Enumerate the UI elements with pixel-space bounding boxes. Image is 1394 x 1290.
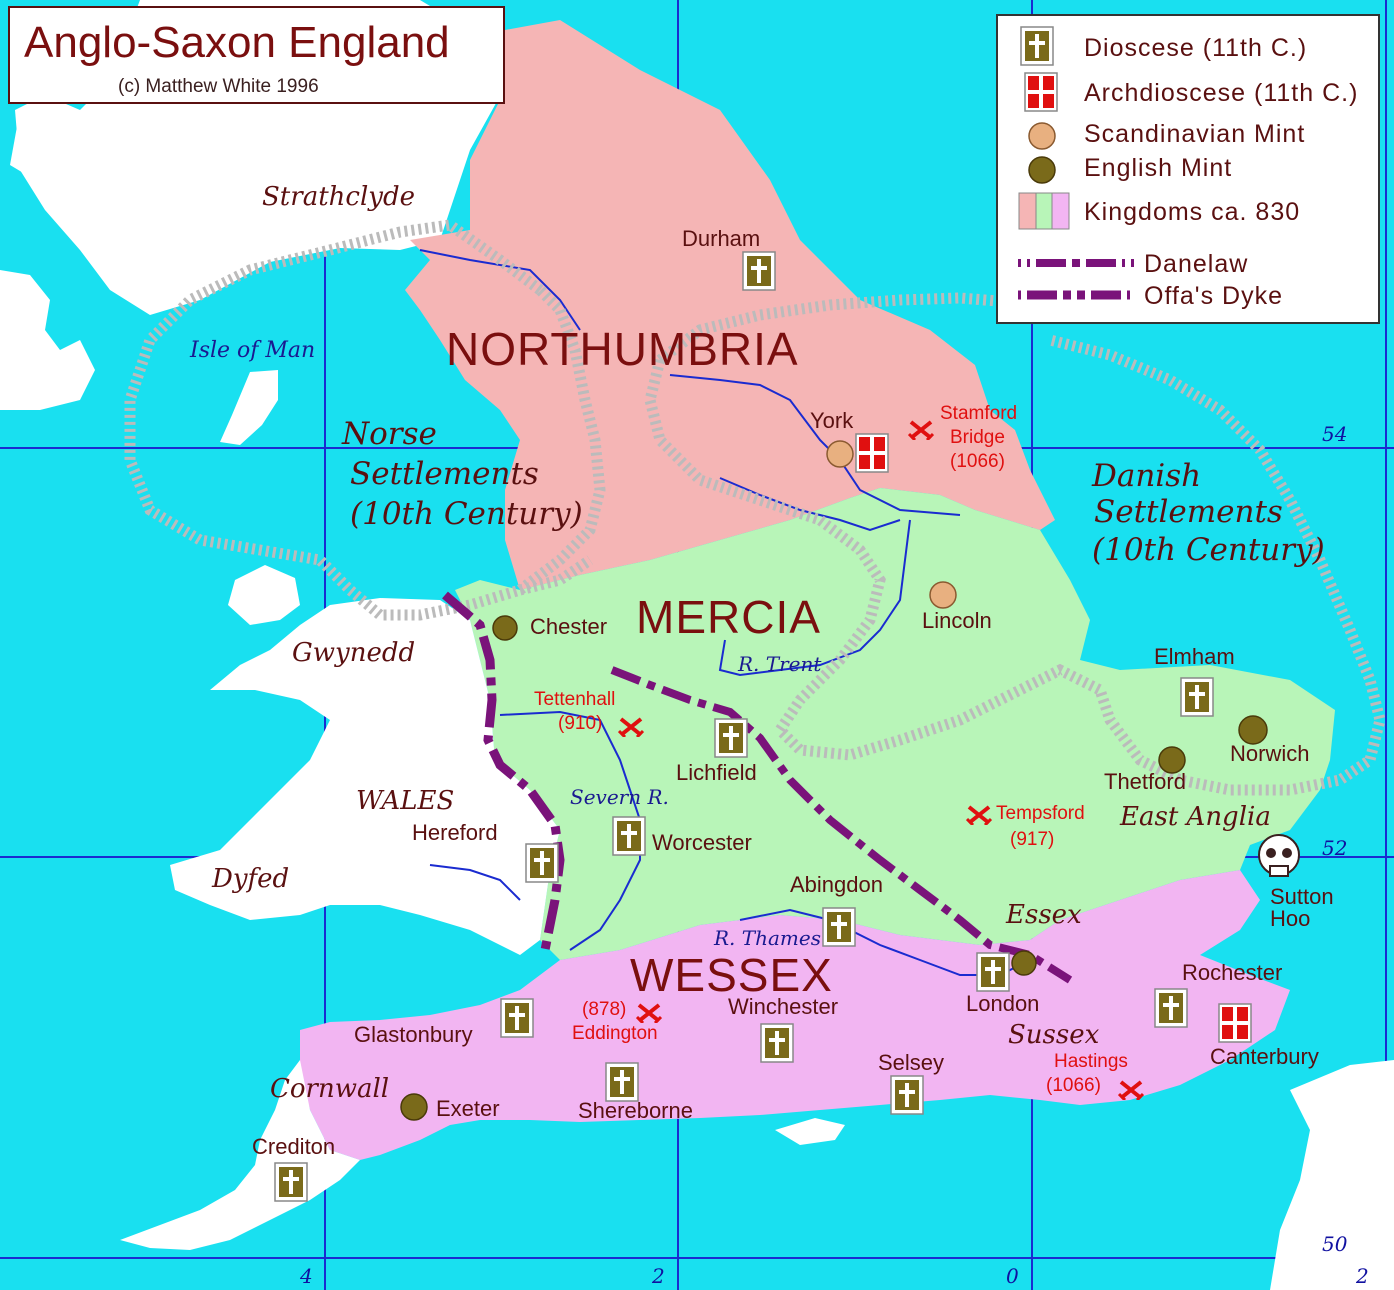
label-gwynedd: Gwynedd: [292, 638, 416, 668]
isle-of-wight-island: [775, 1118, 845, 1145]
label-lichfield: Lichfield: [676, 760, 757, 785]
label-rochester: Rochester: [1182, 960, 1283, 985]
label-glastonbury: Glastonbury: [354, 1022, 473, 1047]
label-lon-2w: 2: [652, 1264, 665, 1288]
map-credit: (c) Matthew White 1996: [118, 76, 319, 97]
label-hastings-1: Hastings: [1054, 1051, 1128, 1072]
label-selsey: Selsey: [878, 1050, 945, 1075]
label-stamford-2: Bridge: [950, 427, 1005, 448]
ireland-north-coast: [10, 105, 60, 180]
label-winchester: Winchester: [728, 994, 839, 1019]
label-cornwall: Cornwall: [270, 1074, 390, 1104]
label-lat-52: 52: [1322, 836, 1348, 860]
label-chester: Chester: [530, 614, 608, 639]
label-abingdon: Abingdon: [790, 872, 883, 897]
label-exeter: Exeter: [436, 1096, 500, 1121]
mercia-region: [455, 488, 1335, 960]
label-lat-50: 50: [1322, 1232, 1348, 1256]
label-norse-3: (10th Century): [350, 496, 583, 532]
legend-diocese: Dioscese (11th C.): [1084, 34, 1308, 62]
label-lon-4: 4: [300, 1264, 313, 1288]
label-northumbria: NORTHUMBRIA: [446, 323, 799, 375]
norse-settlement-boundary: [124, 219, 606, 621]
offas-dyke-line-icon: [1018, 290, 1134, 300]
label-danish-3: (10th Century): [1092, 532, 1325, 568]
label-lon-2e: 2: [1356, 1264, 1369, 1288]
label-sussex: Sussex: [1008, 1020, 1100, 1050]
label-danish-1: Danish: [1092, 458, 1202, 494]
label-sutton-hoo-2: Hoo: [1270, 906, 1311, 931]
scandinavian-mints: [826, 440, 957, 609]
wales-landmass: [170, 598, 560, 955]
archdiocese-icon: [1024, 72, 1058, 112]
label-shereborne: Shereborne: [578, 1098, 693, 1123]
label-durham: Durham: [682, 226, 761, 251]
label-lon-0: 0: [1006, 1264, 1019, 1288]
danelaw-line-icon: [1018, 259, 1134, 267]
northumbria-region: [405, 20, 1055, 590]
label-tempsford-2: (917): [1010, 829, 1055, 850]
label-river-severn: Severn R.: [570, 785, 669, 809]
map-title: Anglo-Saxon England: [24, 18, 450, 67]
france-landmass: [1270, 1060, 1394, 1290]
label-norse-1: Norse: [342, 416, 437, 452]
label-east-anglia: East Anglia: [1120, 802, 1271, 832]
label-stamford-1: Stamford: [940, 403, 1018, 424]
legend-scandinavian-mint: Scandinavian Mint: [1084, 120, 1306, 148]
label-thetford: Thetford: [1104, 769, 1186, 794]
label-tettenhall-2: (910): [558, 713, 603, 734]
label-lat-54: 54: [1322, 422, 1348, 446]
label-mercia: MERCIA: [636, 591, 821, 643]
label-wessex: WESSEX: [630, 949, 833, 1001]
ireland-landmass: [0, 270, 95, 410]
cornwall-landmass: [120, 1060, 360, 1250]
legend-danelaw: Danelaw: [1144, 250, 1249, 278]
isle-of-man-island: [220, 370, 278, 445]
label-york: York: [810, 408, 854, 433]
label-canterbury: Canterbury: [1210, 1044, 1319, 1069]
label-hereford: Hereford: [412, 820, 498, 845]
label-elmham: Elmham: [1154, 644, 1235, 669]
label-eddington-1: (878): [582, 999, 627, 1020]
label-tempsford-1: Tempsford: [996, 803, 1085, 824]
legend-offas-dyke: Offa's Dyke: [1144, 282, 1283, 310]
label-hastings-2: (1066): [1046, 1075, 1101, 1096]
label-dyfed: Dyfed: [212, 864, 290, 894]
label-norse-2: Settlements: [350, 456, 539, 492]
label-tettenhall-1: Tettenhall: [534, 689, 616, 710]
label-river-thames: R. Thames: [714, 926, 821, 950]
scandinavian-mint-icon: [1028, 122, 1056, 150]
label-strathclyde: Strathclyde: [262, 182, 415, 212]
label-lincoln: Lincoln: [922, 608, 992, 633]
wessex-region: [300, 870, 1290, 1160]
label-stamford-3: (1066): [950, 451, 1005, 472]
label-danish-2: Settlements: [1094, 494, 1283, 530]
label-crediton: Crediton: [252, 1134, 336, 1159]
label-london: London: [966, 991, 1040, 1016]
label-norwich: Norwich: [1230, 741, 1310, 766]
label-river-trent: R. Trent: [738, 652, 822, 676]
danelaw-line: [610, 666, 1073, 984]
label-eddington-2: Eddington: [572, 1023, 658, 1044]
legend-archdiocese: Archdioscese (11th C.): [1084, 79, 1359, 107]
label-wales: WALES: [356, 786, 455, 816]
legend-kingdoms: Kingdoms ca. 830: [1084, 198, 1301, 226]
title-box: Anglo-Saxon England (c) Matthew White 19…: [8, 6, 505, 104]
english-mint-icon: [1028, 156, 1056, 184]
kingdoms-swatch-icon: [1018, 192, 1070, 230]
diocese-icon: [1020, 26, 1054, 66]
skull-icon: [1258, 834, 1300, 877]
label-essex: Essex: [1006, 900, 1082, 930]
legend-english-mint: English Mint: [1084, 154, 1233, 182]
danish-settlement-boundary: [644, 292, 1386, 796]
english-mints: [400, 615, 1268, 1121]
label-sutton-hoo-1: Sutton: [1270, 884, 1334, 909]
label-worcester: Worcester: [652, 830, 752, 855]
anglesey-island: [228, 565, 300, 625]
legend: Dioscese (11th C.) Archdioscese (11th C.…: [996, 14, 1380, 324]
label-isle-of-man: Isle of Man: [190, 338, 316, 363]
